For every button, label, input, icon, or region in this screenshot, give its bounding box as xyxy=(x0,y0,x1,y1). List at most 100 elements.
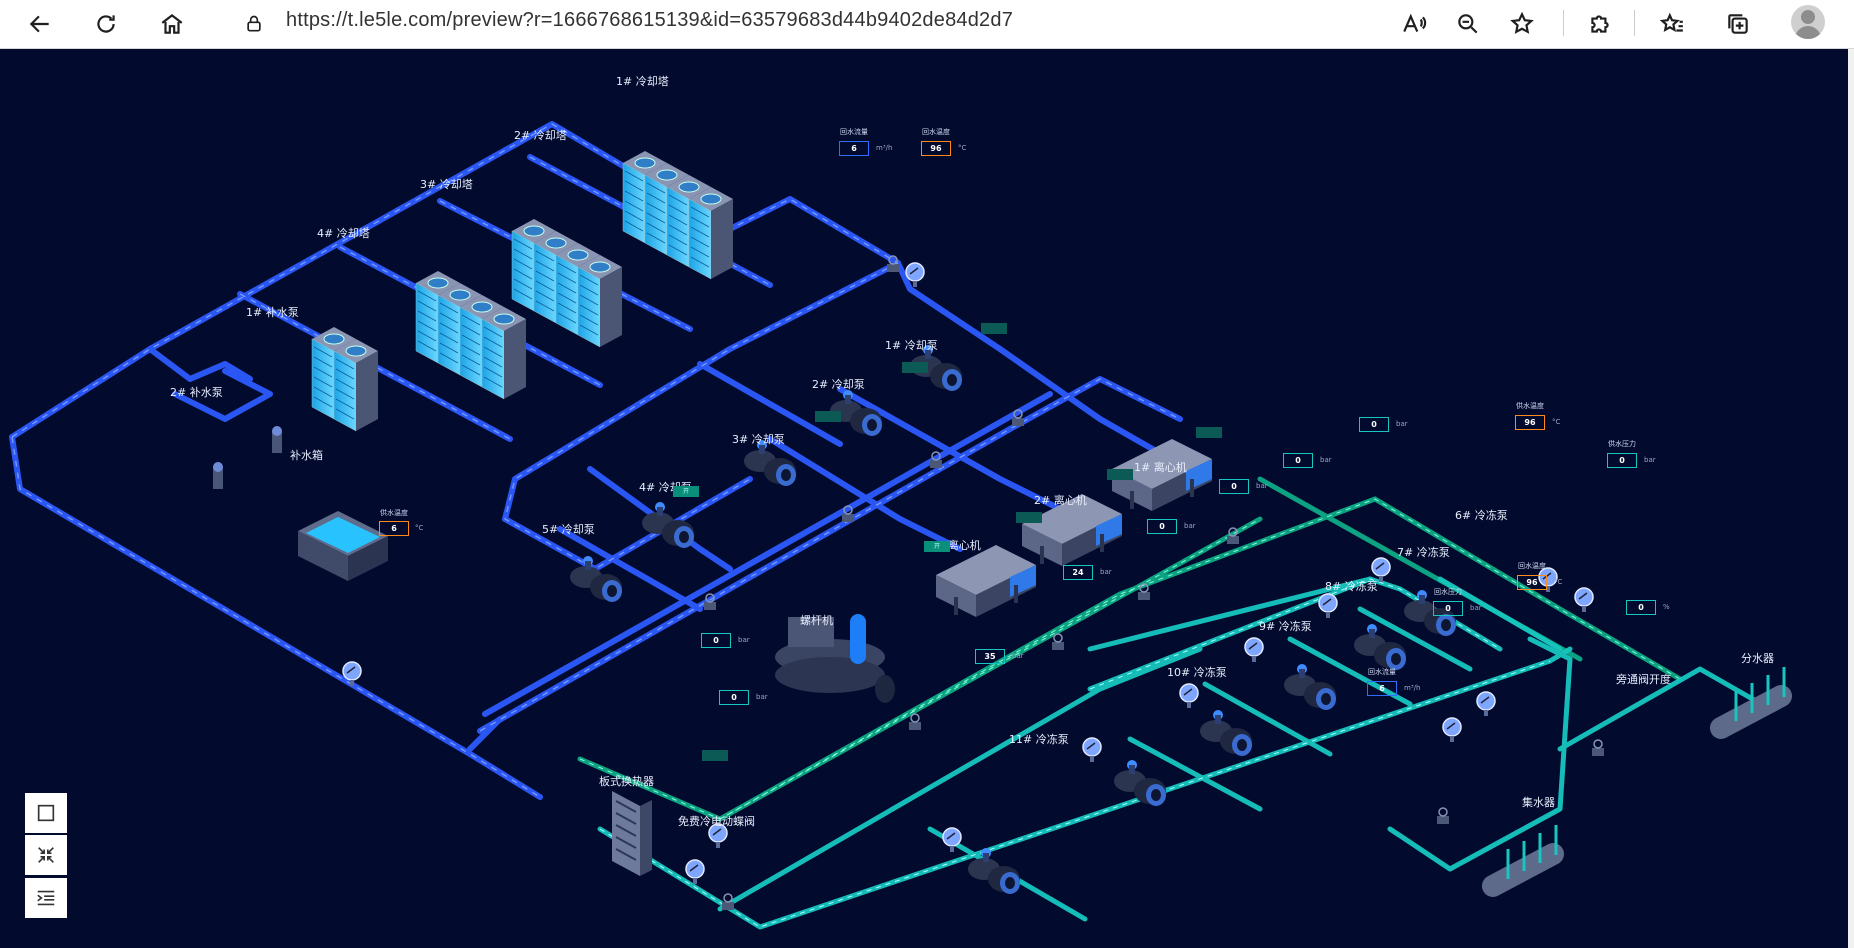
menu-indent-icon xyxy=(37,890,55,906)
square-icon xyxy=(37,804,55,822)
supply-temp-right-label: 供水温度 xyxy=(1516,402,1544,410)
tower3-label: 3# 冷却塔 xyxy=(420,178,473,191)
tower4-label: 4# 冷却塔 xyxy=(317,227,370,240)
bypass-opening-unit: % xyxy=(1663,603,1670,611)
makeup-pump2-label: 2# 补水泵 xyxy=(170,386,223,399)
supply-pressure-value: 0 xyxy=(1607,453,1637,468)
return-flow-top-label: 回水流量 xyxy=(840,128,868,136)
valve-status-tag xyxy=(1107,469,1133,480)
arrow-left-icon xyxy=(29,15,49,33)
pressure-unit: bar xyxy=(1100,568,1112,576)
valve-status-tag xyxy=(702,750,728,761)
supply-pressure-unit: bar xyxy=(1644,456,1656,464)
zoom-out-icon xyxy=(1458,14,1478,34)
return-flow-bottom-label: 回水流量 xyxy=(1368,668,1396,676)
bypass-valve-label: 旁通阀开度 xyxy=(1616,673,1671,686)
pressure-box: 0 xyxy=(719,690,749,705)
free-cooling-valve-label: 免费冷电动蝶阀 xyxy=(678,815,755,828)
valve-status-tag: 开 xyxy=(924,541,950,552)
return-pressure-value: 0 xyxy=(1433,601,1463,616)
back-button[interactable] xyxy=(22,6,58,42)
add-favorite-button[interactable] xyxy=(1504,6,1540,42)
return-flow-top-unit: m³/h xyxy=(876,144,893,152)
collapse-button[interactable] xyxy=(25,835,67,875)
return-flow-top-value: 6 xyxy=(839,141,869,156)
pressure-box: 0 xyxy=(1283,453,1313,468)
chilled-pump9-label: 9# 冷冻泵 xyxy=(1259,620,1312,633)
return-flow-bottom-unit: m³/h xyxy=(1404,684,1421,692)
valve-status-tag xyxy=(1196,427,1222,438)
distributor-label: 分水器 xyxy=(1741,652,1774,665)
cooling-pump5-label: 5# 冷却泵 xyxy=(542,523,595,536)
chilled-pump6-label: 6# 冷冻泵 xyxy=(1455,509,1508,522)
favorites-button[interactable] xyxy=(1654,6,1690,42)
valve-status-tag xyxy=(981,323,1007,334)
return-pressure-unit: bar xyxy=(1470,604,1482,612)
pressure-unit: bar xyxy=(1256,482,1268,490)
pressure-box: 24 xyxy=(1063,565,1093,580)
chilled-pump11-label: 11# 冷冻泵 xyxy=(1009,733,1069,746)
return-temp-right-unit: °C xyxy=(1554,578,1563,586)
pressure-box: 35 xyxy=(975,649,1005,664)
return-temp-right-label: 回水温度 xyxy=(1518,562,1546,570)
valve-status-tag xyxy=(902,362,928,373)
lock-icon xyxy=(236,6,272,42)
supply-temp-right-unit: °C xyxy=(1552,418,1561,426)
browser-toolbar: https://t.le5le.com/preview?r=1666768615… xyxy=(0,0,1854,49)
refresh-icon xyxy=(97,15,115,33)
supply-temp-left-value: 6 xyxy=(379,521,409,536)
read-aloud-icon xyxy=(1403,13,1427,33)
makeup-pump1-label: 1# 补水泵 xyxy=(246,306,299,319)
pressure-unit: bar xyxy=(738,636,750,644)
screw-chiller-label: 螺杆机 xyxy=(800,614,833,627)
chilled-pump7-label: 7# 冷冻泵 xyxy=(1397,546,1450,559)
chilled-pump8-label: 8# 冷冻泵 xyxy=(1325,580,1378,593)
return-temp-top-value: 96 xyxy=(921,141,951,156)
pressure-box: 0 xyxy=(701,633,731,648)
tower1-label: 1# 冷却塔 xyxy=(616,75,669,88)
profile-avatar[interactable] xyxy=(1791,5,1825,39)
address-bar[interactable] xyxy=(222,5,1392,43)
pressure-unit: bar xyxy=(1396,420,1408,428)
cooling-pump2-label: 2# 冷却泵 xyxy=(812,378,865,391)
menu-toggle-button[interactable] xyxy=(25,878,67,918)
read-aloud-button[interactable] xyxy=(1396,6,1432,42)
toolbar-divider xyxy=(1634,10,1635,36)
url-text[interactable]: https://t.le5le.com/preview?r=1666768615… xyxy=(286,9,1014,31)
supply-pressure-label: 供水压力 xyxy=(1608,440,1636,448)
pressure-box: 0 xyxy=(1219,479,1249,494)
chiller1-label: 1# 离心机 xyxy=(1134,461,1187,474)
heat-exchanger-label: 板式换热器 xyxy=(599,775,654,788)
supply-temp-left-label: 供水温度 xyxy=(380,509,408,517)
supply-temp-left-unit: °C xyxy=(415,524,424,532)
valve-status-tag xyxy=(815,411,841,422)
page-scrollbar[interactable] xyxy=(1848,49,1854,948)
return-temp-top-label: 回水温度 xyxy=(922,128,950,136)
star-add-icon xyxy=(1510,11,1534,34)
home-icon xyxy=(161,13,183,34)
collections-button[interactable] xyxy=(1720,6,1756,42)
zoom-out-button[interactable] xyxy=(1450,6,1486,42)
fit-view-button[interactable] xyxy=(25,793,67,833)
home-button[interactable] xyxy=(154,6,190,42)
pressure-unit: bar xyxy=(1012,652,1024,660)
bypass-opening-value: 0 xyxy=(1626,600,1656,615)
toolbar-divider xyxy=(1563,10,1564,36)
collapse-icon xyxy=(38,847,54,863)
collections-icon xyxy=(1728,14,1748,34)
valve-status-tag: 开 xyxy=(673,486,699,497)
favorites-icon xyxy=(1659,12,1683,32)
return-temp-top-unit: °C xyxy=(958,144,967,152)
pipeline-diagram xyxy=(9,121,1793,930)
pressure-unit: bar xyxy=(1184,522,1196,530)
chiller2-label: 2# 离心机 xyxy=(1034,494,1087,507)
pressure-box: 0 xyxy=(1147,519,1177,534)
pressure-unit: bar xyxy=(756,693,768,701)
return-flow-bottom-value: 6 xyxy=(1367,681,1397,696)
pressure-unit: bar xyxy=(1320,456,1332,464)
collector-label: 集水器 xyxy=(1522,796,1555,809)
refresh-button[interactable] xyxy=(88,6,124,42)
valve-status-tag xyxy=(1016,512,1042,523)
return-pressure-label: 回水压力 xyxy=(1434,588,1462,596)
extensions-button[interactable] xyxy=(1582,6,1618,42)
